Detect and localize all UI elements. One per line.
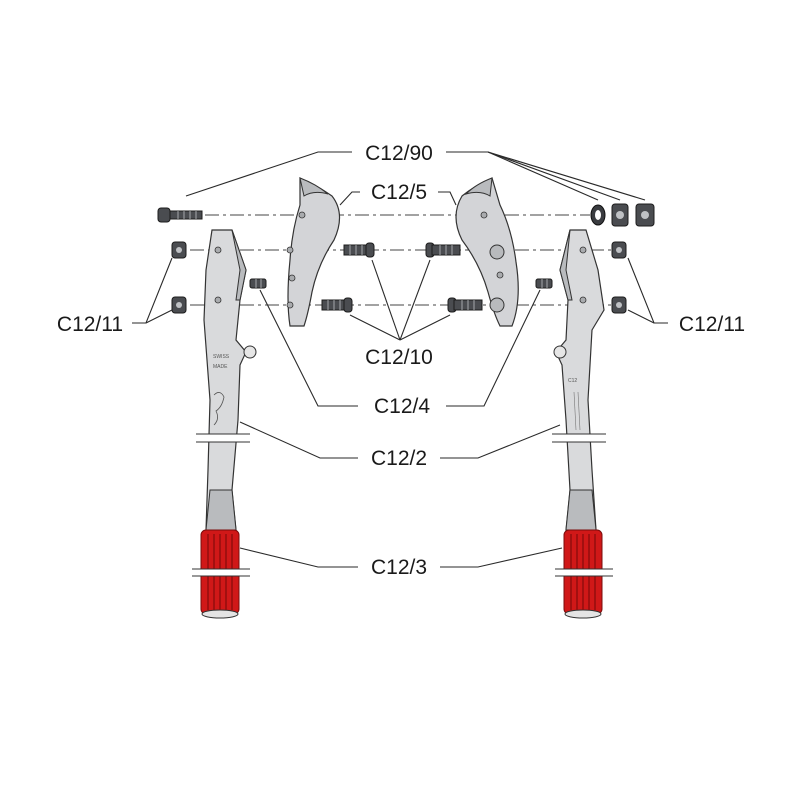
label-grips: C12/3 [371, 556, 427, 579]
screws [321, 242, 483, 313]
right-nuts [611, 241, 627, 314]
leader-lines [132, 151, 668, 568]
right-grip [555, 529, 613, 619]
engraving-swiss: SWISS [213, 354, 230, 360]
main-bolt [157, 207, 203, 223]
left-nuts [171, 241, 187, 314]
engraving-c12: C12 [568, 378, 577, 384]
assembly-axes [190, 214, 620, 306]
engraving-made: MADE [213, 364, 228, 370]
pins [249, 278, 553, 289]
left-blade [286, 177, 341, 327]
label-screws: C12/10 [365, 346, 433, 369]
label-nuts-right: C12/11 [679, 313, 745, 336]
left-handle: SWISS MADE [196, 229, 257, 531]
right-blade [455, 177, 519, 327]
label-nuts-left: C12/11 [57, 313, 123, 336]
bolt-washer-nuts [590, 203, 655, 227]
right-handle: C12 [552, 229, 606, 531]
label-pins: C12/4 [374, 395, 430, 418]
label-handles: C12/2 [371, 447, 427, 470]
label-bolt-set: C12/90 [365, 142, 433, 165]
part-labels: C12/90 C12/5 C12/11 C12/11 C12/10 C12/4 … [57, 142, 745, 579]
label-blades: C12/5 [371, 181, 427, 204]
left-grip [192, 529, 250, 619]
